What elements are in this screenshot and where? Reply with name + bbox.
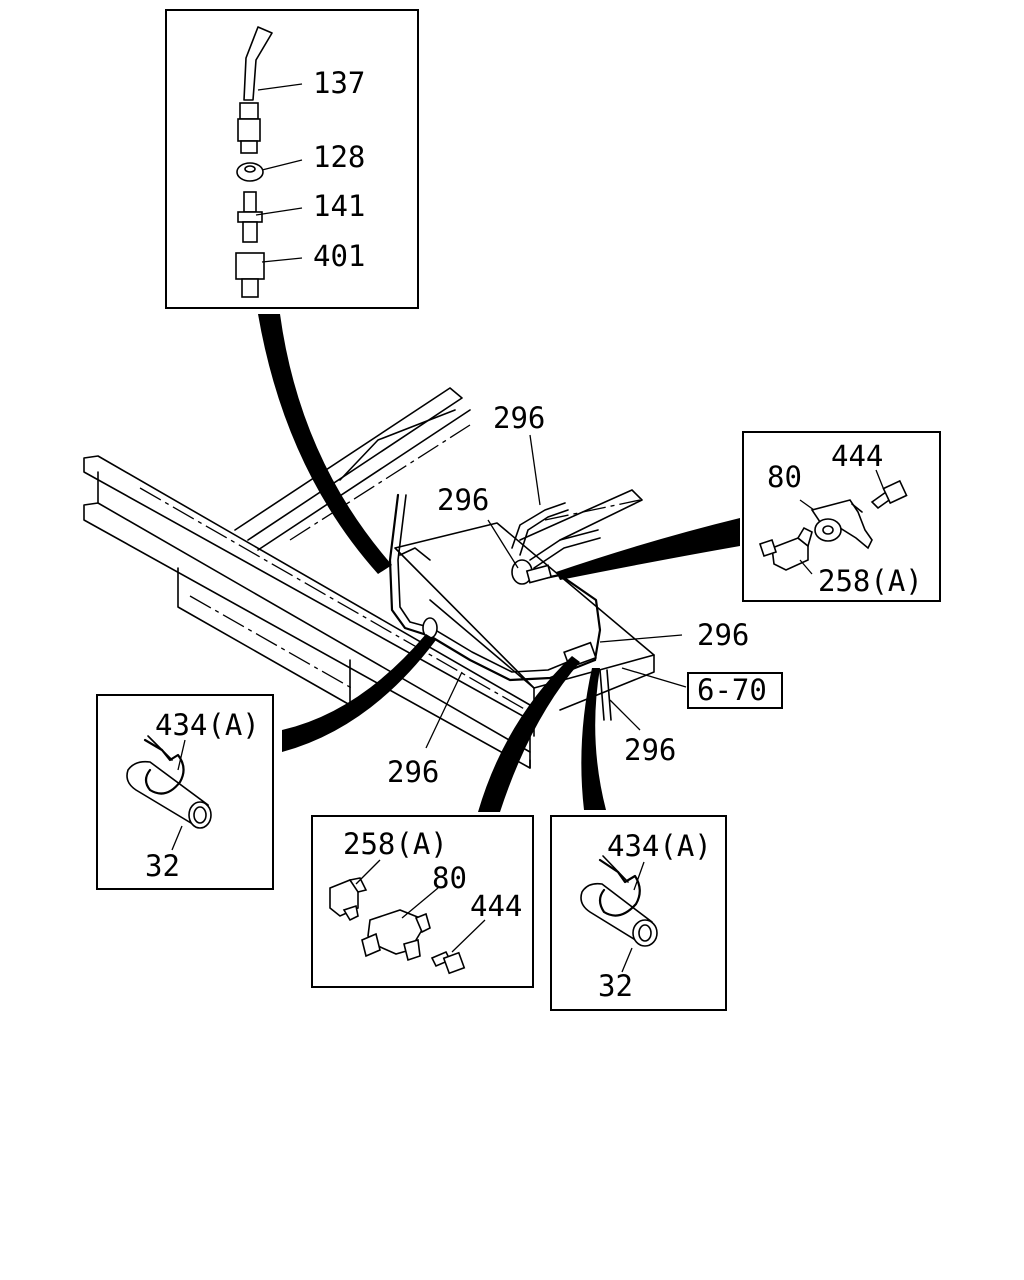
callout-444-right: 444 xyxy=(831,439,883,473)
callout-137: 137 xyxy=(313,66,365,100)
callout-401: 401 xyxy=(313,239,365,273)
callout-296-top: 296 xyxy=(493,401,545,435)
callout-128: 128 xyxy=(313,140,365,174)
callout-141: 141 xyxy=(313,189,365,223)
callout-32-br: 32 xyxy=(598,969,633,1003)
detail-box-tee-right: 80 444 258(A) xyxy=(742,431,941,602)
callout-434a-left: 434(A) xyxy=(155,708,260,742)
callout-296-upper: 296 xyxy=(437,483,489,517)
ref-6-70-label: 6-70 xyxy=(697,673,767,707)
detail-box-clip-left: 434(A) 32 xyxy=(96,694,274,890)
pipe-296-run xyxy=(388,493,612,721)
callout-32-left: 32 xyxy=(145,849,180,883)
detail-box-clip-bottom-right: 434(A) 32 xyxy=(550,815,727,1011)
callout-444-bottom: 444 xyxy=(470,889,522,923)
detail-box-tee-bottom: 258(A) 80 444 xyxy=(311,815,534,988)
callout-296-right: 296 xyxy=(697,618,749,652)
callout-80-bottom: 80 xyxy=(432,861,467,895)
callout-296-lower-right: 296 xyxy=(624,733,676,767)
callout-258a-right: 258(A) xyxy=(818,564,923,598)
callout-296-lower-left: 296 xyxy=(387,755,439,789)
callout-434a-br: 434(A) xyxy=(607,829,712,863)
callout-258a-bottom: 258(A) xyxy=(343,827,448,861)
connector-wedges xyxy=(258,314,740,812)
main-leaders xyxy=(425,434,687,749)
detail-box-fitting-stack: 137 128 141 401 xyxy=(165,9,419,309)
callout-80-right: 80 xyxy=(767,460,802,494)
reference-6-70: 6-70 xyxy=(687,672,783,709)
